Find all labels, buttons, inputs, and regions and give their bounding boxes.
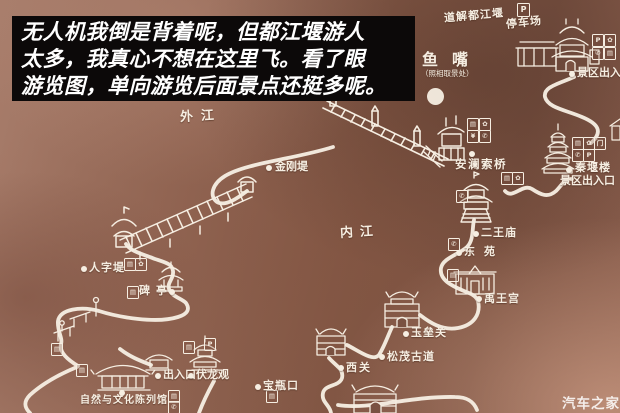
label-stele-pavilion: 碑亭 [139, 284, 173, 297]
xiguan-gate-drawing [316, 329, 346, 355]
label-jingang-dike: 金刚堤 [275, 160, 308, 173]
phone-icon: ✆ [448, 238, 460, 251]
caption-line-1: 无人机我倒是背着呢，但都江堰游人 [21, 20, 365, 44]
label-qinyan-tower: 秦堰楼 [575, 161, 611, 174]
ticket-icon: ▤ [266, 390, 278, 403]
caption-line-2: 太多，我真心不想在这里飞。看了眼 [21, 47, 365, 71]
poi-dot-jingang-dike [266, 165, 272, 171]
caption-box: 无人机我倒是背着呢，但都江堰游人 太多，我真心不想在这里飞。看了眼 游览图，单向… [12, 16, 415, 101]
label-fulong-temple: 伏龙观 [196, 368, 229, 381]
label-yuzui-note: （照相取景处） [421, 69, 474, 78]
phone-icon: ✆ [479, 130, 491, 143]
museum-hall-drawing [91, 366, 155, 391]
label-exit-west: 出入口 [163, 368, 196, 381]
erwang-temple-drawing [460, 172, 492, 222]
caption-line-3: 游览图，单向游览后面景点还挺多呢。 [21, 74, 387, 98]
poi-dot-anlan-bridge [469, 151, 475, 157]
edge-tower-drawing [610, 119, 620, 140]
poi-dot-xiguan [338, 365, 344, 371]
poi-dot-scenic-gate-right [569, 71, 575, 77]
poi-dot-songmao-trail [379, 354, 385, 360]
flower-icon: ✿ [479, 118, 491, 131]
autohome-watermark: 汽车之家 [562, 396, 620, 412]
money-icon: ¥ [467, 130, 479, 143]
phone-icon: ✆ [592, 47, 604, 60]
label-qinyan-tower-gate: 景区出入口 [560, 174, 615, 187]
ticket-icon: ▤ [183, 341, 195, 354]
poi-dot-fulong-temple [188, 373, 194, 379]
poi-dot-dongyuan [456, 250, 462, 256]
label-yuzui: 鱼嘴 [422, 50, 483, 69]
phone-icon: ✆ [456, 190, 468, 203]
ticket-icon: ▤ [76, 364, 88, 377]
phone-icon: ✆ [168, 401, 180, 413]
label-renzi-dike: 人字堤 [89, 261, 125, 274]
bottom-temple-drawing [352, 385, 398, 413]
ticket-icon: ▤ [168, 390, 180, 403]
label-museum: 自然与文化陈列馆 [80, 395, 168, 406]
parking-icon: P [583, 149, 595, 162]
bridge-east-pavilion-drawing [424, 116, 464, 167]
label-waijiang-river: 外江 [179, 107, 223, 126]
poi-dot-baoping-mouth [255, 384, 261, 390]
label-yulei-pass: 玉垒关 [411, 326, 447, 339]
parking-icon: P [592, 34, 604, 47]
flower-icon: ✿ [604, 34, 616, 47]
ticket-icon: ▤ [604, 47, 616, 60]
dongyuan-building-drawing [454, 266, 496, 294]
label-yuwang-palace: 禹王宫 [484, 292, 520, 305]
parking-icon: P [204, 338, 216, 351]
ticket-icon: ▤ [127, 286, 139, 299]
poi-dot-erwang-temple [473, 231, 479, 237]
route-paths [25, 77, 598, 413]
poi-dot-exit-west [155, 373, 161, 379]
label-scenic-gate-right: 景区出入口 [577, 66, 620, 79]
qinyan-tower-drawing [542, 124, 574, 173]
poi-dot-yuwang-palace [476, 296, 482, 302]
ticket-icon: ▤ [447, 269, 459, 282]
yulei-pass-gate-drawing [385, 292, 419, 327]
label-dongyuan-garden: 东苑 [464, 245, 504, 258]
parking-icon: P [517, 3, 530, 17]
flower-icon: ✿ [135, 258, 147, 271]
poi-dot-stele-pavilion [169, 289, 175, 295]
poi-dot-qinyan-tower [566, 167, 572, 173]
gate-icon: 门 [594, 137, 606, 150]
poi-dot-museum [119, 390, 125, 396]
flower-icon: ✿ [512, 172, 524, 185]
label-xiguan-pass: 西关 [346, 361, 372, 374]
label-neijiang-river: 内江 [339, 223, 381, 242]
label-erwang-temple: 二王庙 [481, 226, 517, 239]
covered-bridge-drawing [112, 177, 256, 260]
dike-piers-drawing [54, 298, 99, 342]
label-baoping-mouth: 宝瓶口 [263, 379, 299, 392]
moon-circle-marker [427, 88, 444, 105]
label-songmao-trail: 松茂古道 [387, 350, 435, 363]
label-anlan-bridge: 安澜索桥 [455, 157, 507, 171]
poi-dot-renzi-dike [81, 266, 87, 272]
ticket-icon: ▤ [51, 343, 63, 356]
stele-pavilion-drawing [159, 262, 183, 291]
poi-dot-yulei-pass [403, 331, 409, 337]
